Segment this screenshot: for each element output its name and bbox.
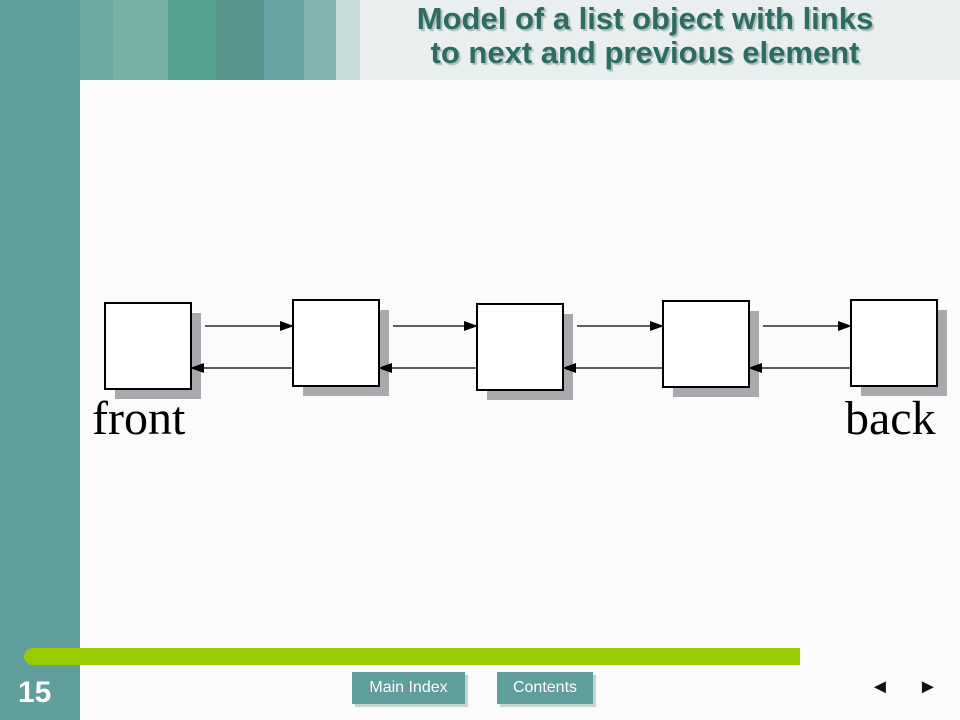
slide-title: Model of a list object with links to nex… bbox=[360, 2, 930, 70]
header-stripes bbox=[80, 0, 360, 80]
list-node bbox=[850, 299, 938, 387]
title-background bbox=[360, 0, 960, 80]
front-label: front bbox=[92, 392, 186, 445]
list-nodes bbox=[104, 299, 947, 400]
list-node bbox=[476, 303, 564, 391]
title-line-1: Model of a list object with links bbox=[416, 1, 874, 36]
list-links bbox=[190, 321, 852, 373]
accent-bar bbox=[24, 648, 800, 665]
list-node bbox=[662, 300, 750, 388]
next-arrow-icon[interactable]: ► bbox=[918, 676, 938, 698]
page-number: 15 bbox=[18, 676, 52, 709]
list-node bbox=[104, 302, 192, 390]
back-label: back bbox=[845, 392, 936, 445]
contents-button[interactable]: Contents bbox=[497, 672, 593, 704]
title-line-2: to next and previous element bbox=[430, 35, 860, 70]
left-sidebar bbox=[0, 0, 80, 720]
list-node bbox=[292, 299, 380, 387]
main-index-button[interactable]: Main Index bbox=[352, 672, 465, 704]
previous-arrow-icon[interactable]: ◄ bbox=[870, 676, 890, 698]
